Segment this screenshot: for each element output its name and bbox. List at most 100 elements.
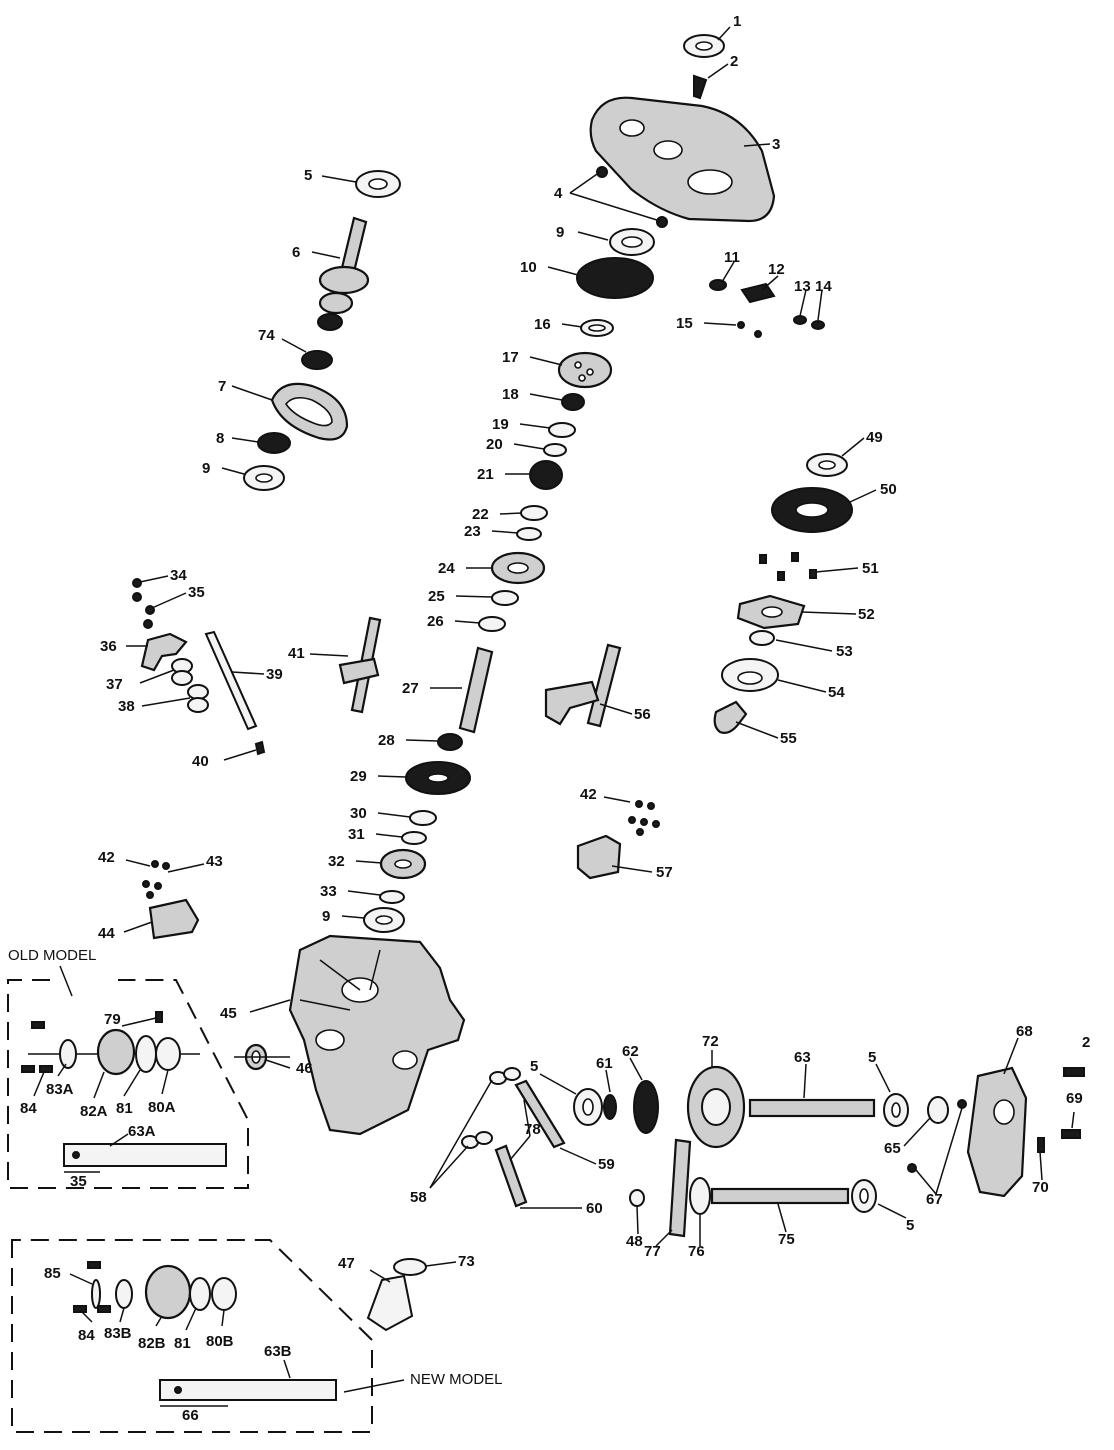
label-6: 6: [292, 244, 300, 261]
part-60-shift-arm: [494, 1144, 528, 1208]
label-84-old: 84: [20, 1100, 37, 1117]
part-40-pin: [254, 740, 266, 756]
label-41: 41: [288, 645, 305, 662]
label-37: 37: [106, 676, 123, 693]
part-25-ring: [491, 590, 519, 606]
label-35-old: 35: [70, 1173, 87, 1190]
new-model-label: NEW MODEL: [410, 1371, 503, 1388]
part-36-bracket: [140, 632, 188, 672]
label-76: 76: [688, 1243, 705, 1260]
label-45: 45: [220, 1005, 237, 1022]
part-1-seal: [683, 34, 725, 58]
part-24-bearing: [490, 551, 546, 585]
part-10-friction-disc: [576, 257, 654, 299]
part-42-screws-right: [628, 800, 660, 836]
label-12: 12: [768, 261, 785, 278]
label-25: 25: [428, 588, 445, 605]
label-31: 31: [348, 826, 365, 843]
part-74-seal: [301, 350, 333, 370]
label-79-old: 79: [104, 1011, 121, 1028]
part-22-ring: [520, 505, 548, 521]
part-68-end-cover: [966, 1066, 1028, 1198]
label-3: 3: [772, 136, 780, 153]
part-50-brake-disc: [771, 487, 853, 533]
label-50: 50: [880, 481, 897, 498]
label-43: 43: [206, 853, 223, 870]
label-82a-old: 82A: [80, 1103, 108, 1120]
leader-lines: [33, 26, 1075, 1379]
label-23: 23: [464, 523, 481, 540]
old-model-box: OLD MODEL: [7, 947, 249, 1189]
part-65-seal: [927, 1096, 949, 1124]
part-23-ring: [516, 527, 542, 541]
part-28-bushing: [437, 733, 463, 751]
old-model-label: OLD MODEL: [8, 947, 96, 964]
part-37-38-orings: [171, 658, 209, 713]
part-56-shift-fork: [544, 643, 622, 728]
label-33: 33: [320, 883, 337, 900]
label-59: 59: [598, 1156, 615, 1173]
part-17-plate: [557, 351, 613, 389]
part-48-spacer: [629, 1189, 645, 1207]
part-26-ring: [478, 616, 506, 632]
label-53: 53: [836, 643, 853, 660]
label-81-old: 81: [116, 1100, 133, 1117]
label-27: 27: [402, 680, 419, 697]
label-18: 18: [502, 386, 519, 403]
part-5-bearing-axle-right: [883, 1093, 909, 1127]
label-19: 19: [492, 416, 509, 433]
label-15: 15: [676, 315, 693, 332]
label-38: 38: [118, 698, 135, 715]
part-19-ring: [548, 422, 576, 438]
label-52: 52: [858, 606, 875, 623]
label-20: 20: [486, 436, 503, 453]
part-75-output-shaft: [710, 1187, 850, 1205]
part-4-dowel-pins: [596, 166, 668, 228]
label-24: 24: [438, 560, 455, 577]
part-20-ring: [543, 443, 567, 457]
label-35: 35: [188, 584, 205, 601]
label-51: 51: [862, 560, 879, 577]
label-5-output: 5: [906, 1217, 914, 1234]
part-62-gear: [633, 1080, 659, 1134]
label-44: 44: [98, 925, 115, 942]
part-39-rod: [204, 630, 258, 731]
label-42-left: 42: [98, 849, 115, 866]
part-6-input-shaft: [317, 216, 370, 331]
part-31-ring: [401, 831, 427, 845]
part-21-gear: [529, 460, 563, 490]
label-62: 62: [622, 1043, 639, 1060]
label-39: 39: [266, 666, 283, 683]
label-73: 73: [458, 1253, 475, 1270]
label-54: 54: [828, 684, 845, 701]
part-77-gear: [668, 1138, 692, 1238]
part-9-bearing-top: [609, 228, 655, 256]
label-1: 1: [733, 13, 741, 30]
part-29-gear: [405, 761, 471, 795]
label-32: 32: [328, 853, 345, 870]
part-51-bolts: [759, 552, 817, 581]
label-7: 7: [218, 378, 226, 395]
label-65: 65: [884, 1140, 901, 1157]
part-70-pin: [1037, 1137, 1045, 1153]
part-54-hub: [721, 658, 779, 692]
label-60: 60: [586, 1200, 603, 1217]
label-40: 40: [192, 753, 209, 770]
part-44-sensor-block: [148, 898, 200, 940]
part-32-gear: [379, 848, 427, 880]
label-67: 67: [926, 1191, 943, 1208]
label-80a-old: 80A: [148, 1099, 176, 1116]
part-11-pin: [709, 279, 727, 291]
part-5-bearing-output: [851, 1179, 877, 1213]
part-58-clips: [461, 1067, 521, 1149]
part-47-73-lever: [366, 1258, 427, 1332]
part-5-bearing-top-left: [355, 170, 401, 198]
label-77: 77: [644, 1243, 661, 1260]
part-55-knob: [713, 700, 748, 734]
label-81-new: 81: [174, 1335, 191, 1352]
label-74: 74: [258, 327, 275, 344]
part-63-shaft: [748, 1098, 876, 1118]
label-14: 14: [815, 278, 832, 295]
label-42-right: 42: [580, 786, 597, 803]
